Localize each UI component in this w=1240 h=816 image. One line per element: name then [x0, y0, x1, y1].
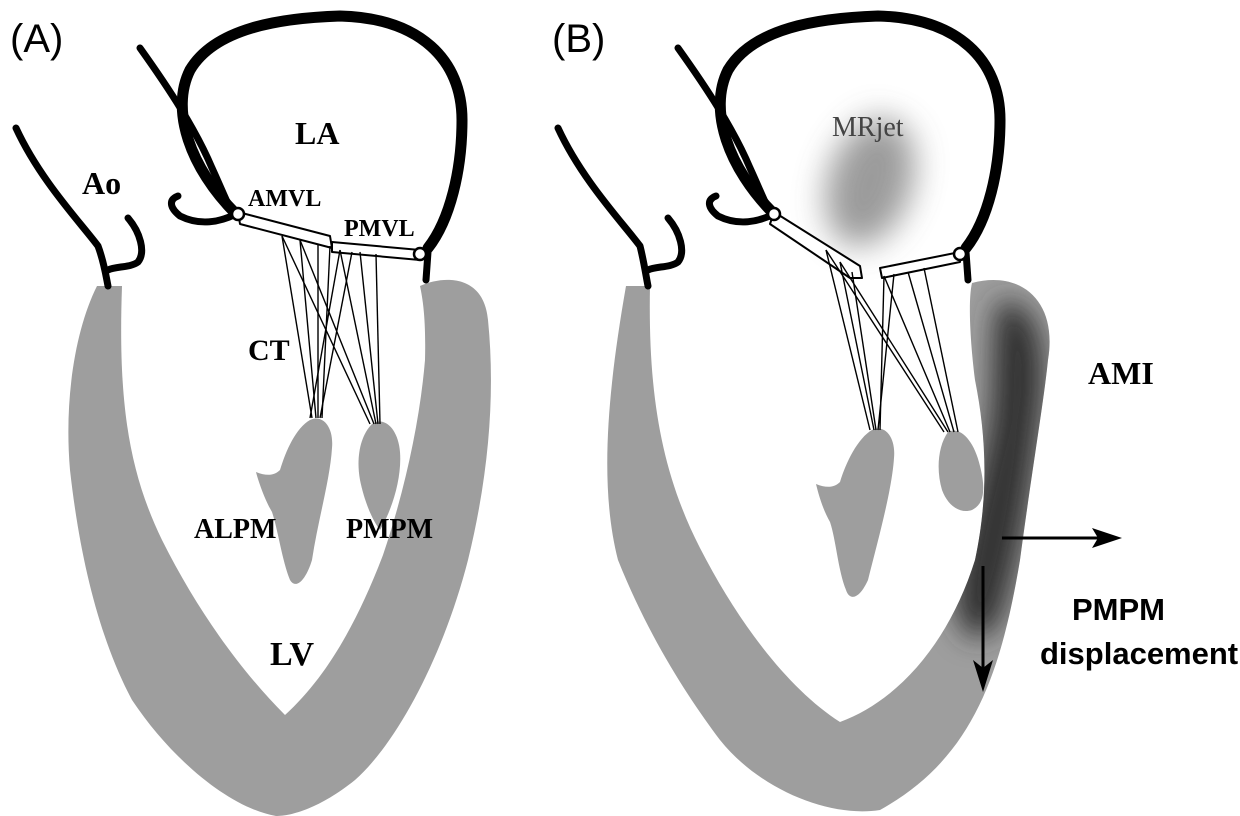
panel-b-anterior-hinge — [768, 208, 780, 220]
panel-b-chordae-tendineae — [826, 250, 958, 432]
panel-a-la-label: LA — [295, 115, 339, 151]
panel-a-posterior-hinge — [414, 248, 426, 260]
panel-b-pmpm-muscle — [939, 431, 984, 511]
panel-a-ao-label: Ao — [82, 165, 121, 201]
panel-a-pmpm-label: PMPM — [346, 514, 433, 545]
panel-a-lv-label: LV — [270, 636, 315, 673]
panel-b-posterior-hinge — [954, 248, 966, 260]
panel-a: (A) — [10, 16, 491, 816]
panel-b-displacement-line1: PMPM — [1072, 592, 1165, 627]
panel-b-label: (B) — [552, 17, 605, 61]
panel-b-pmvl-leaflet — [880, 252, 960, 278]
panel-a-label: (A) — [10, 17, 63, 61]
panel-a-pmvl-label: PMVL — [344, 216, 415, 242]
panel-b-alpm-muscle — [816, 428, 894, 596]
panel-a-alpm-muscle — [256, 418, 332, 583]
panel-b: (B) — [552, 16, 1238, 811]
panel-a-ct-label: CT — [248, 334, 290, 367]
panel-a-aorta-wall — [16, 128, 108, 286]
panel-b-aorta-wall — [558, 128, 648, 286]
panel-b-displacement-line2: displacement — [1040, 636, 1238, 671]
panel-a-anterior-hinge — [232, 208, 244, 220]
panel-b-mrjet-label: MRjet — [832, 112, 904, 143]
panel-a-chordae-tendineae — [282, 236, 380, 424]
panel-a-alpm-label: ALPM — [194, 514, 276, 545]
panel-b-ami-label: AMI — [1088, 355, 1154, 391]
panel-a-amvl-label: AMVL — [248, 186, 321, 212]
